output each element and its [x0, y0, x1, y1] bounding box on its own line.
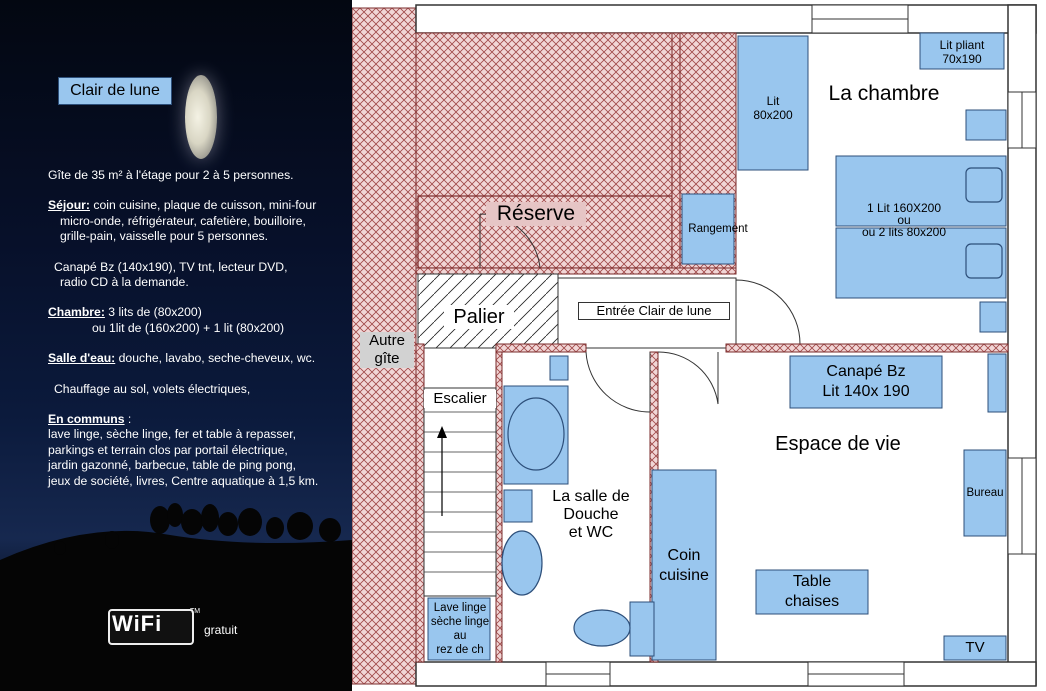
canape-line2: radio CD à la demande. [60, 275, 189, 290]
wifi-gratuit: gratuit [204, 623, 238, 637]
wc-bowl [573, 609, 631, 647]
label-coin-cuisine: Coin cuisine [659, 547, 709, 584]
hills-silhouette [0, 503, 352, 691]
label-rangement: Rangement [688, 223, 748, 235]
bureau [963, 449, 1007, 537]
label-tv: TV [965, 639, 985, 656]
chambre-nightstand [979, 301, 1007, 333]
lave-linge [427, 597, 491, 661]
salle-section: Salle d'eau: douche, lavabo, seche-cheve… [48, 351, 348, 366]
wifi-logo-text: WiFi [112, 611, 163, 636]
table-chaises [755, 569, 869, 615]
shelf-right [987, 353, 1007, 413]
label-lave-linge: Lave linge sèche linge au rez de ch [430, 602, 490, 656]
lit-pliant [919, 32, 1005, 70]
communs-line4: jeux de société, livres, Centre aquatiqu… [48, 473, 319, 488]
label-autre-gite: Autre gîte [360, 332, 414, 368]
bathroom-door [585, 351, 651, 413]
chambre-section: Chambre: 3 lits de (80x200) [48, 305, 348, 320]
communs-label: En communs [48, 412, 125, 427]
label-palier: Palier [444, 305, 514, 329]
moon-image [185, 75, 217, 159]
bath-shelf [549, 355, 569, 381]
label-escalier: Escalier [424, 390, 496, 408]
salle-text: douche, lavabo, seche-cheveux, wc. [115, 351, 316, 366]
description: Gîte de 35 m² à l'étage pour 2 à 5 perso… [48, 168, 348, 489]
label-la-chambre: La chambre [828, 82, 940, 105]
label-bureau: Bureau [966, 487, 1004, 499]
communs-line1: lave linge, sèche linge, fer et table à … [48, 427, 296, 442]
label-table-chaises: Table chaises [784, 573, 840, 610]
wc-tank [629, 601, 655, 657]
lavabo [501, 530, 543, 596]
coin-cuisine [651, 469, 717, 661]
wifi-logo: WiFi [108, 609, 196, 645]
label-reserve: Réserve [486, 202, 586, 226]
chauffage-text: Chauffage au sol, volets électriques, [54, 381, 251, 396]
pillow-2 [965, 243, 1003, 279]
label-lit-80: Lit 80x200 [753, 94, 793, 122]
bath-cabinet [503, 489, 533, 523]
label-salle-de-douche: La salle de Douche et WC [552, 488, 630, 541]
bottom-wall [415, 661, 1037, 687]
label-canape: Canapé Bz Lit 140x 190 [822, 363, 910, 400]
intro-text: Gîte de 35 m² à l'étage pour 2 à 5 perso… [48, 168, 294, 182]
entree-door [735, 279, 801, 348]
salle-label: Salle d'eau: [48, 351, 116, 366]
lit-80 [737, 35, 809, 171]
info-panel: Clair de lune Gîte de 35 m² à l'étage po… [0, 0, 352, 691]
label-lit-pliant: Lit pliant 70x190 [939, 38, 985, 66]
label-entree: Entrée Clair de lune [578, 302, 730, 320]
communs-line2: parkings et terrain clos par portail éle… [48, 442, 288, 457]
chambre-text: 3 lits de (80x200) [104, 305, 202, 320]
sejour-text: coin cuisine, plaque de cuisson, mini-fo… [89, 198, 317, 213]
sejour-line3: grille-pain, vaisselle pour 5 personnes. [60, 229, 268, 244]
communs-colon: : [124, 412, 132, 427]
pillow-1 [965, 167, 1003, 203]
sejour-section: Séjour: coin cuisine, plaque de cuisson,… [48, 198, 348, 213]
rangement [681, 193, 735, 265]
wifi-trademark: TM [190, 608, 201, 615]
top-wall [415, 4, 1037, 34]
chambre-line2: ou 1lit de (160x200) + 1 lit (80x200) [92, 320, 285, 335]
label-espace-de-vie: Espace de vie [775, 433, 901, 455]
sejour-line2: micro-onde, réfrigérateur, cafetière, bo… [60, 213, 306, 228]
canape-line1: Canapé Bz (140x190), TV tnt, lecteur DVD… [54, 259, 288, 274]
canape [789, 355, 943, 409]
chambre-label: Chambre: [48, 305, 105, 320]
sejour-label: Séjour: [48, 198, 90, 213]
label-lit-160: 1 Lit 160X200 ou ou 2 lits 80x200 [861, 201, 947, 239]
communs-line3: jardin gazonné, barbecue, table de ping … [48, 458, 297, 473]
tv [943, 635, 1007, 661]
communs-section: En communs : [48, 412, 348, 427]
chambre-cabinet [965, 109, 1007, 141]
gite-title: Clair de lune [58, 77, 172, 105]
